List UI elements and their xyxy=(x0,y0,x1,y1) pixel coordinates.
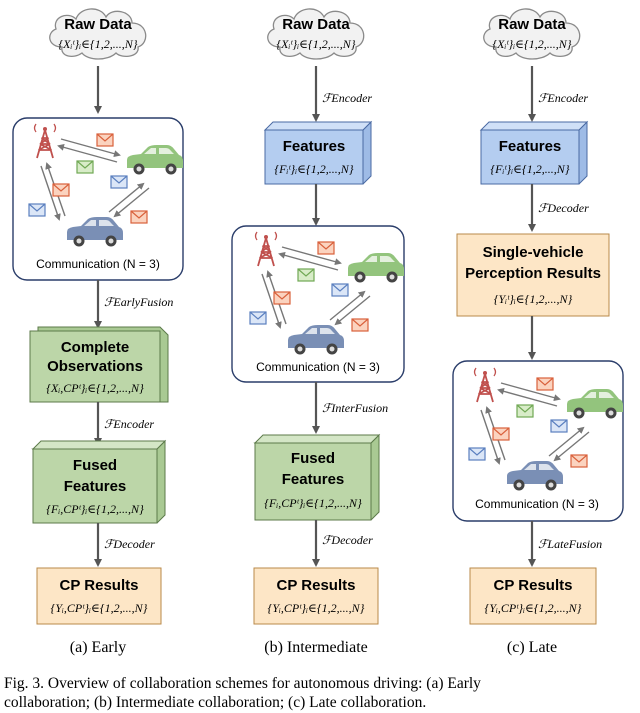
communication-label: Communication (N = 3) xyxy=(256,360,380,374)
figure-caption-line2: collaboration; (b) Intermediate collabor… xyxy=(4,694,426,711)
box-formula: {Xᵢ,CPᵗ}ᵢ∈{1,2,...,N} xyxy=(46,381,144,395)
arrow-label-decoder: ℱDecoder xyxy=(104,537,155,551)
raw-data-formula: {Xᵢᵗ}ᵢ∈{1,2,...,N} xyxy=(276,37,355,51)
box-title-line2: Perception Results xyxy=(465,265,601,282)
communication-label: Communication (N = 3) xyxy=(36,257,160,271)
arrow-label-encoder: ℱEncoder xyxy=(538,91,588,105)
column-early: Raw Data {Xᵢᵗ}ᵢ∈{1,2,...,N} Communicatio… xyxy=(12,8,184,656)
features-box-c: Features {Fᵢᵗ}ᵢ∈{1,2,...,N} xyxy=(479,120,589,185)
raw-data-title: Raw Data xyxy=(498,16,566,33)
box-formula: {Yᵢ,CPᵗ}ᵢ∈{1,2,...,N} xyxy=(268,601,365,615)
box-formula: {Fᵢᵗ}ᵢ∈{1,2,...,N} xyxy=(274,162,353,176)
raw-data-title: Raw Data xyxy=(282,16,350,33)
raw-data-cloud-b: Raw Data {Xᵢᵗ}ᵢ∈{1,2,...,N} xyxy=(267,8,365,60)
arrow-label-inter-fusion: ℱInterFusion xyxy=(322,401,388,415)
fused-features-box-b: Fused Features {Fᵢ,CPᵗ}ᵢ∈{1,2,...,N} xyxy=(253,433,381,521)
communication-box-c: Communication (N = 3) xyxy=(452,360,624,522)
box-title: Features xyxy=(499,138,562,155)
box-formula: {Yᵢ,CPᵗ}ᵢ∈{1,2,...,N} xyxy=(485,601,582,615)
complete-observations-box: Complete Observations {Xᵢ,CPᵗ}ᵢ∈{1,2,...… xyxy=(29,326,169,403)
box-formula: {Fᵢ,CPᵗ}ᵢ∈{1,2,...,N} xyxy=(264,496,362,510)
box-title: Features xyxy=(283,138,346,155)
box-title: CP Results xyxy=(277,577,356,594)
features-box-b: Features {Fᵢᵗ}ᵢ∈{1,2,...,N} xyxy=(263,120,373,185)
box-title-line2: Features xyxy=(282,471,345,488)
cp-results-box-c: CP Results {Yᵢ,CPᵗ}ᵢ∈{1,2,...,N} xyxy=(469,567,597,625)
box-formula: {Yᵢᵗ}ᵢ∈{1,2,...,N} xyxy=(494,292,573,306)
arrow-label-early-fusion: ℱEarlyFusion xyxy=(104,295,173,309)
arrow-label-encoder: ℱEncoder xyxy=(104,417,154,431)
box-title-line2: Observations xyxy=(47,358,143,375)
raw-data-cloud-a: Raw Data {Xᵢᵗ}ᵢ∈{1,2,...,N} xyxy=(49,8,147,60)
caption-intermediate: (b) Intermediate xyxy=(264,639,368,656)
box-title-line1: Fused xyxy=(291,450,335,467)
box-formula: {Yᵢ,CPᵗ}ᵢ∈{1,2,...,N} xyxy=(51,601,148,615)
raw-data-formula: {Xᵢᵗ}ᵢ∈{1,2,...,N} xyxy=(492,37,571,51)
caption-early: (a) Early xyxy=(70,639,126,656)
communication-box-a: Communication (N = 3) xyxy=(12,117,184,281)
cp-results-box-b: CP Results {Yᵢ,CPᵗ}ᵢ∈{1,2,...,N} xyxy=(253,567,379,625)
box-formula: {Fᵢ,CPᵗ}ᵢ∈{1,2,...,N} xyxy=(46,502,144,516)
raw-data-cloud-c: Raw Data {Xᵢᵗ}ᵢ∈{1,2,...,N} xyxy=(483,8,581,60)
arrow-label-decoder: ℱDecoder xyxy=(322,533,373,547)
raw-data-title: Raw Data xyxy=(64,16,132,33)
box-title-line2: Features xyxy=(64,478,127,495)
box-formula: {Fᵢᵗ}ᵢ∈{1,2,...,N} xyxy=(490,162,569,176)
arrow-label-late-fusion: ℱLateFusion xyxy=(538,537,602,551)
box-title: CP Results xyxy=(494,577,573,594)
box-title-line1: Fused xyxy=(73,457,117,474)
box-title-line1: Complete xyxy=(61,339,129,356)
box-title-line1: Single-vehicle xyxy=(483,244,584,261)
arrow-label-decoder: ℱDecoder xyxy=(538,201,589,215)
figure-caption-line1: Fig. 3. Overview of collaboration scheme… xyxy=(4,675,481,692)
fused-features-box-a: Fused Features {Fᵢ,CPᵗ}ᵢ∈{1,2,...,N} xyxy=(31,439,167,524)
cp-results-box-a: CP Results {Yᵢ,CPᵗ}ᵢ∈{1,2,...,N} xyxy=(36,567,162,625)
raw-data-formula: {Xᵢᵗ}ᵢ∈{1,2,...,N} xyxy=(58,37,137,51)
communication-box-b: Communication (N = 3) xyxy=(231,225,405,383)
communication-label: Communication (N = 3) xyxy=(475,497,599,511)
box-title: CP Results xyxy=(60,577,139,594)
caption-late: (c) Late xyxy=(507,639,557,656)
column-intermediate: Raw Data {Xᵢᵗ}ᵢ∈{1,2,...,N} ℱEncoder Fea… xyxy=(231,8,405,656)
single-vehicle-results-box: Single-vehicle Perception Results {Yᵢᵗ}ᵢ… xyxy=(456,233,610,317)
column-late: Raw Data {Xᵢᵗ}ᵢ∈{1,2,...,N} ℱEncoder Fea… xyxy=(452,8,624,656)
arrow-label-encoder: ℱEncoder xyxy=(322,91,372,105)
